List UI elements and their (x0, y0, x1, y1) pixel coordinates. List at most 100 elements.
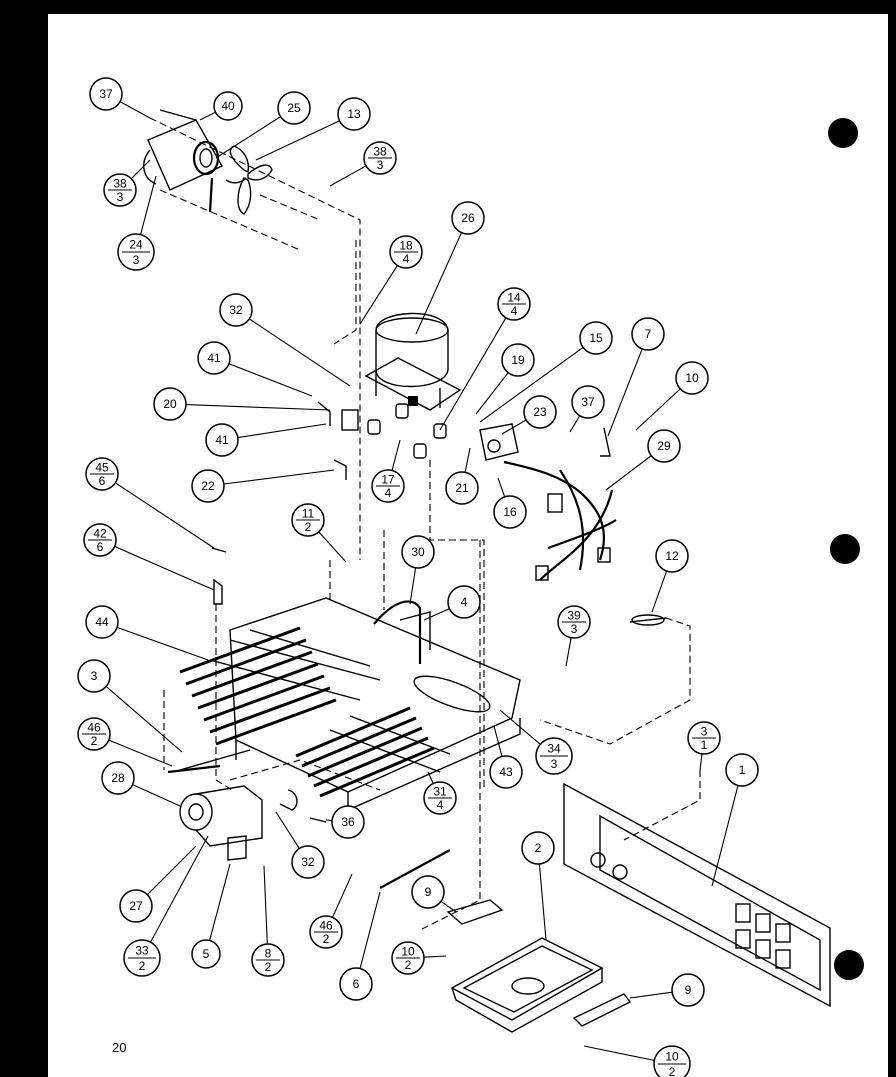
callout-part-number: 11 (302, 506, 315, 520)
callout-quantity: 3 (117, 190, 124, 204)
callout-c3: 3 (77, 659, 183, 753)
callout-c45: 456 (85, 457, 215, 549)
callout-quantity: 4 (511, 304, 518, 318)
callout-circle (653, 1045, 691, 1077)
callout-leader (114, 545, 215, 591)
callout-leader (423, 955, 447, 958)
callout-leader (249, 318, 351, 387)
callout-part-number: 27 (129, 899, 143, 913)
callout-circle (89, 77, 123, 111)
callout-part-number: 38 (373, 144, 387, 158)
callout-leader (409, 567, 417, 605)
callout-quantity: 1 (701, 738, 708, 752)
callout-leader (479, 346, 584, 423)
callout-leader (185, 404, 331, 411)
callout-c37a: 37 (89, 77, 151, 119)
compressor (364, 312, 462, 411)
callout-part-number: 17 (381, 472, 395, 486)
callout-circle (197, 341, 231, 375)
callout-part-number: 1 (739, 763, 746, 777)
callout-circle (205, 423, 239, 457)
callout-c10c: 102 (583, 1045, 691, 1077)
callout-c21: 21 (445, 447, 479, 505)
callout-quantity: 3 (133, 253, 140, 267)
callout-part-number: 9 (685, 983, 692, 997)
callout-part-number: 32 (301, 855, 315, 869)
callout-part-number: 14 (507, 290, 521, 304)
callout-part-number: 2 (535, 841, 542, 855)
callout-quantity: 4 (385, 486, 392, 500)
callout-part-number: 26 (461, 211, 475, 225)
callout-leader (140, 175, 157, 235)
callout-c9a: 9 (411, 875, 457, 913)
drain-tube (379, 849, 451, 889)
callout-part-number: 4 (461, 595, 468, 609)
rod-46 (167, 764, 221, 774)
callout-part-number: 24 (129, 237, 143, 251)
callout-c9b: 9 (629, 973, 705, 1007)
fan-motor-assembly (143, 109, 223, 213)
callout-c29: 29 (605, 429, 681, 491)
condenser-coil-left (179, 626, 381, 746)
callout-part-number: 46 (319, 918, 333, 932)
callout-c22: 22 (191, 469, 335, 503)
bracket-9-upper (446, 899, 504, 925)
callout-leader (105, 686, 183, 753)
callout-part-number: 10 (685, 371, 699, 385)
callout-c1: 1 (711, 753, 759, 887)
callout-part-number: 7 (645, 327, 652, 341)
machine-compartment-base (229, 597, 521, 812)
front-access-panel (563, 782, 831, 1008)
panel-screw-dashed (623, 770, 701, 841)
condenser-fan-motor (179, 785, 263, 861)
callout-quantity: 6 (99, 474, 106, 488)
callout-leader (108, 739, 173, 767)
callout-part-number: 29 (657, 439, 671, 453)
callout-leader (329, 165, 367, 187)
punch-hole-middle (830, 534, 860, 564)
callout-c44: 44 (85, 605, 209, 661)
callout-part-number: 37 (581, 395, 595, 409)
callout-c31: 314 (423, 771, 457, 815)
callout-quantity: 2 (91, 734, 98, 748)
callout-circle (291, 845, 325, 879)
callout-part-number: 31 (433, 784, 447, 798)
callout-c18: 184 (359, 235, 423, 325)
callout-leader (629, 991, 673, 999)
callout-part-number: 23 (533, 405, 547, 419)
callout-c8: 82 (251, 865, 285, 977)
callout-circle (101, 761, 135, 795)
callout-part-number: 5 (203, 947, 210, 961)
temperature-sensor (539, 614, 691, 745)
fan-leader-dashed (149, 117, 361, 560)
callout-c17: 174 (371, 439, 405, 503)
callout-c38a: 383 (103, 159, 151, 207)
callout-leader (464, 447, 471, 473)
callout-quantity: 3 (551, 757, 558, 771)
tube-30 (373, 600, 422, 664)
callout-c37b: 37 (569, 385, 605, 433)
callout-c19: 19 (475, 343, 535, 415)
frame-dashed-left (215, 604, 233, 791)
callout-circle (337, 97, 371, 131)
callout-c20: 20 (153, 387, 331, 421)
fan-screw-dashed (159, 189, 301, 251)
callout-leader (499, 709, 541, 745)
callout-leader (215, 116, 281, 159)
clamp-32 (279, 789, 298, 811)
punch-hole-bottom (834, 950, 864, 980)
callout-leader (605, 455, 652, 491)
fan-screw-dashed-2 (259, 194, 321, 221)
callout-c10a: 10 (635, 361, 709, 431)
callout-circle (675, 361, 709, 395)
callout-c39: 393 (557, 605, 591, 667)
callout-leader (150, 835, 209, 943)
callout-circle (579, 321, 613, 355)
callout-part-number: 45 (95, 460, 109, 474)
callout-part-number: 6 (353, 977, 360, 991)
callout-quantity: 2 (669, 1065, 676, 1077)
callout-c42: 426 (83, 523, 215, 591)
callout-c12: 12 (651, 539, 689, 613)
callout-c38b: 383 (329, 141, 397, 187)
callout-part-number: 3 (91, 669, 98, 683)
